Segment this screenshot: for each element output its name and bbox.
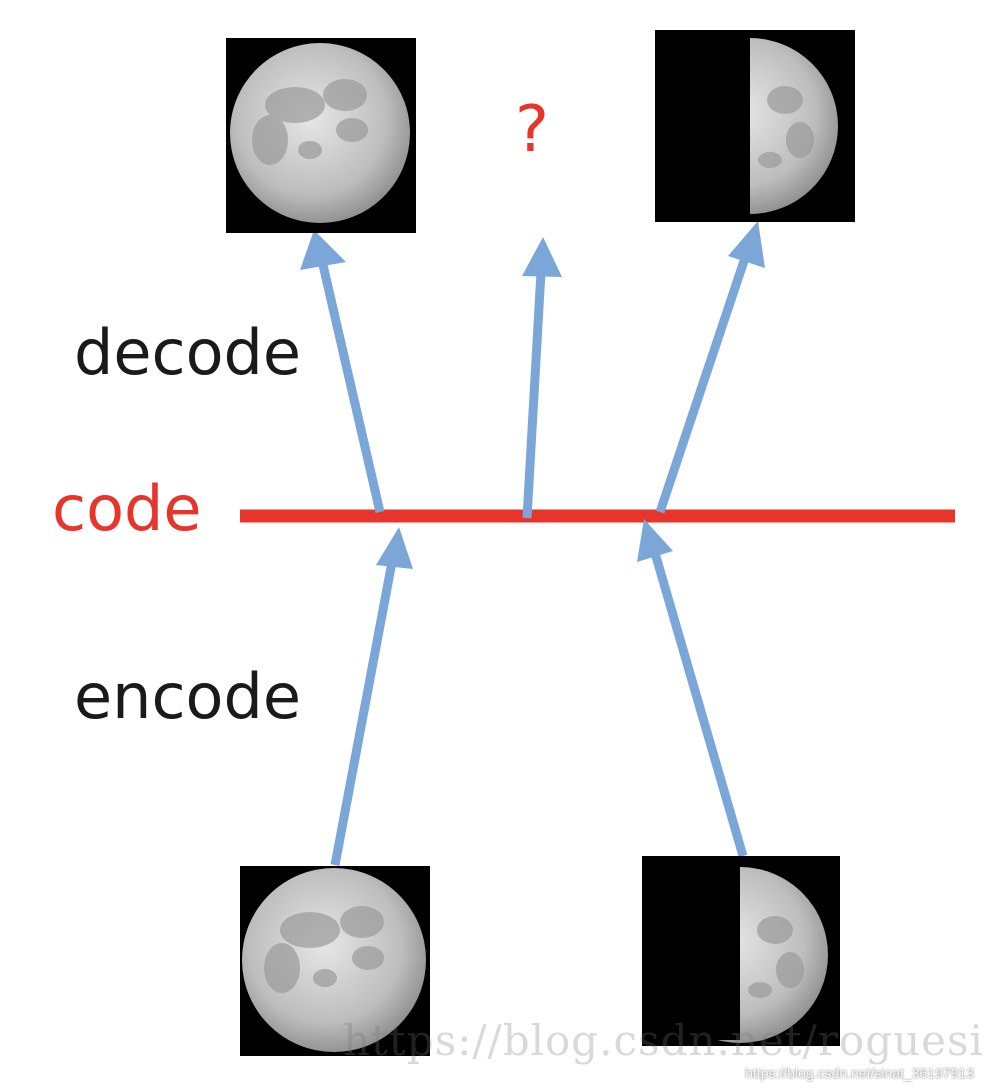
encode-label: encode (74, 660, 301, 733)
half-moon-output-image (655, 30, 855, 222)
decode-label: decode (74, 316, 302, 389)
question-mark-label: ? (515, 93, 549, 167)
half-moon-input-image (642, 856, 840, 1046)
full-moon-output-image (226, 38, 416, 233)
decode-arrow-left (300, 230, 385, 514)
decode-arrow-middle (522, 237, 562, 519)
watermark-main: https://blog.csdn.net/roguesir (343, 1016, 984, 1065)
decode-arrow-right (655, 221, 765, 514)
code-label: code (52, 472, 202, 545)
watermark-small: https://blog.csdn.net/sinat_36197913 (745, 1065, 974, 1081)
full-moon-input-image (240, 866, 430, 1056)
encode-arrow-right (637, 519, 748, 858)
encode-arrow-left (330, 527, 413, 866)
